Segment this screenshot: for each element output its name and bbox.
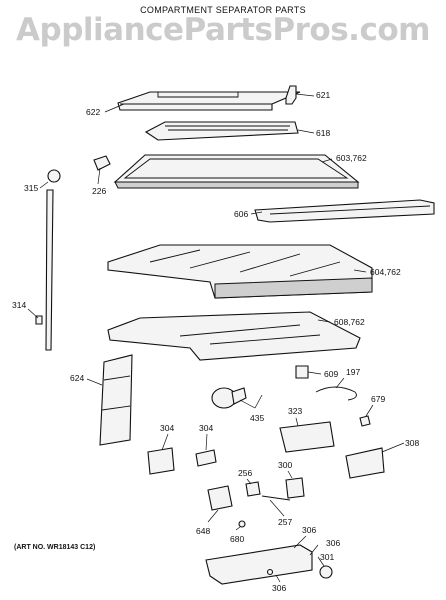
part-608-panel [107,311,361,361]
label-256: 256 [238,468,252,478]
art-number: (ART NO. WR18143 C12) [14,544,96,551]
part-679-screw [359,415,371,427]
label-314: 314 [12,300,26,310]
part-603-shelf [113,154,360,189]
part-226-cap [93,155,111,171]
label-604: 604,762 [370,267,401,277]
part-621-clip [285,85,297,105]
part-256-switch [245,481,261,497]
label-315: 315 [24,183,38,193]
part-648-thermostat [207,485,233,511]
part-257-connector [261,495,291,501]
label-304a: 304 [160,423,174,433]
leader-lines [27,93,405,583]
part-315-rod [45,169,61,351]
label-308: 308 [405,438,419,448]
part-197-harness [315,386,357,401]
label-680: 680 [230,534,244,544]
label-301: 301 [320,552,334,562]
part-604-separator [107,244,373,299]
label-306c: 306 [272,583,286,593]
part-306-housing [205,544,313,585]
part-435-bulb [211,387,247,409]
label-323: 323 [288,406,302,416]
part-301-knob [319,565,333,579]
part-304-knob [195,449,217,467]
label-304b: 304 [199,423,213,433]
label-226: 226 [92,186,106,196]
label-679: 679 [371,394,385,404]
part-622-cover [117,91,301,111]
part-618-damper [144,121,299,141]
label-621: 621 [316,90,330,100]
label-648: 648 [196,526,210,536]
part-606-rail [254,199,435,223]
label-306b: 306 [326,538,340,548]
label-609: 609 [324,369,338,379]
label-606: 606 [234,209,248,219]
label-300: 300 [278,460,292,470]
label-618: 618 [316,128,330,138]
label-603: 603,762 [336,153,367,163]
label-257: 257 [278,517,292,527]
part-609-socket [295,365,309,379]
label-435: 435 [250,413,264,423]
label-608: 608,762 [334,317,365,327]
label-306a: 306 [302,525,316,535]
part-308-plate [345,447,385,479]
part-300-sensor [285,477,305,499]
label-624: 624 [70,373,84,383]
part-323-housing [279,421,335,453]
part-624-strip [99,354,133,446]
label-197: 197 [346,367,360,377]
diagram-title: COMPARTMENT SEPARATOR PARTS [140,5,306,15]
part-680-screw [238,520,246,528]
label-622: 622 [86,107,100,117]
part-labels: 622 621 618 603,762 315 226 606 604,762 … [12,90,419,593]
part-304-bracket [147,447,175,475]
